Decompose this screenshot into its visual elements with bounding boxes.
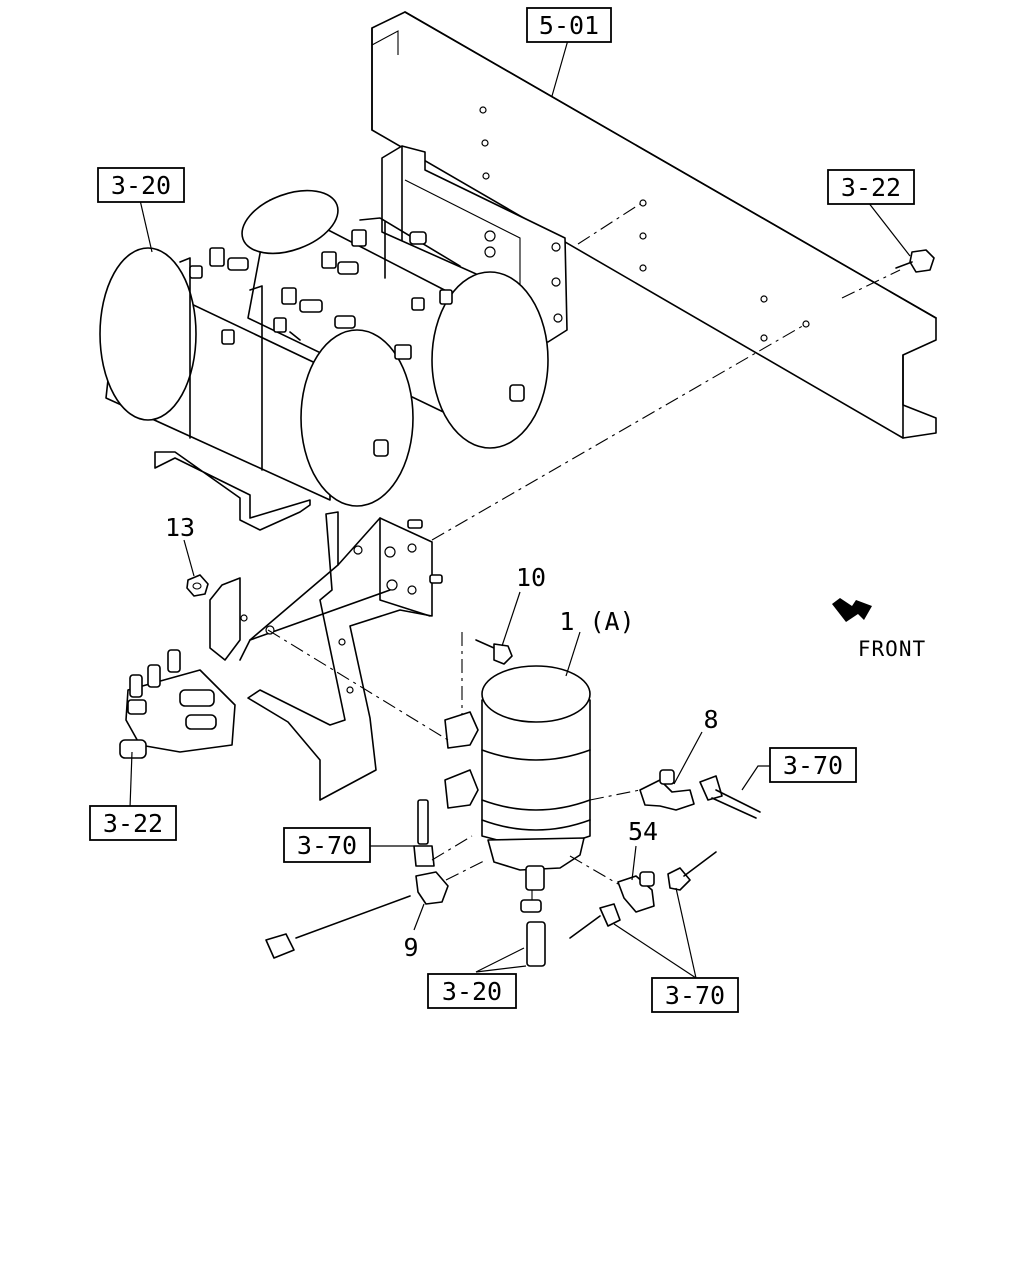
ref-frame-label: 5-01 (539, 11, 599, 40)
frame-rail (371, 11, 937, 439)
assembly-lines (267, 203, 807, 900)
valve-block (119, 649, 236, 759)
ref-tank-label: 3-20 (111, 171, 171, 200)
front-arrow-icon (832, 598, 872, 622)
sensor-connector (265, 895, 411, 959)
frame-bolt (841, 249, 935, 299)
ref-valve-label: 3-22 (103, 809, 163, 838)
ref-pipe-bottom-label: 3-70 (665, 981, 725, 1010)
ref-pipe-right-label: 3-70 (783, 751, 843, 780)
part-number-13: 13 (165, 513, 195, 542)
pipe-left (413, 799, 435, 867)
pipe-right (699, 775, 761, 819)
ref-bolt-3-22-top: 3-22 (827, 169, 915, 205)
elbow-8 (639, 769, 695, 811)
ref-bolt-label: 3-22 (841, 173, 901, 202)
ref-pipe-3-70-left: 3-70 (283, 827, 371, 863)
ref-valve-3-22: 3-22 (89, 805, 177, 841)
tee-54 (617, 871, 655, 913)
nut-13 (186, 574, 209, 597)
elbow-9 (415, 871, 449, 905)
leader-lines (129, 39, 911, 979)
ref-pipe-3-70-right: 3-70 (769, 747, 857, 783)
ref-pipe-left-label: 3-70 (297, 831, 357, 860)
ref-frame-5-01: 5-01 (526, 7, 612, 43)
part-number-dryer: 1 (A) (559, 607, 634, 636)
front-direction-label: FRONT (858, 637, 926, 661)
part-number-8: 8 (703, 705, 718, 734)
ref-pipe-3-70-bottom: 3-70 (651, 977, 739, 1013)
ref-tank-3-20-top: 3-20 (97, 167, 185, 203)
ref-hose-3-20-bottom: 3-20 (427, 973, 517, 1009)
hose-parts (520, 899, 546, 967)
pipe-fittings-bottom (569, 851, 717, 939)
air-tanks (99, 189, 549, 531)
part-number-10: 10 (516, 563, 546, 592)
dryer-bracket (209, 511, 443, 801)
part-number-54: 54 (628, 817, 658, 846)
ref-hose-label: 3-20 (442, 977, 502, 1006)
part-number-9: 9 (403, 933, 418, 962)
air-dryer (444, 665, 591, 891)
